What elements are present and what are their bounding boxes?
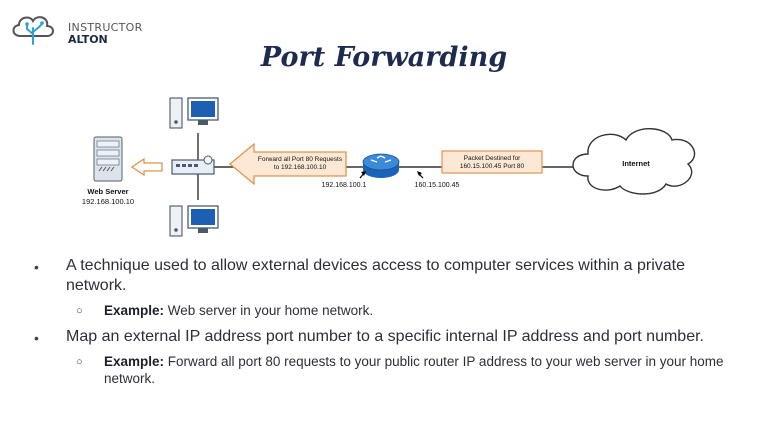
internal-ip-pointer-head-icon	[361, 171, 366, 176]
sub-bullet-label: Example:	[104, 303, 165, 318]
logo-line2: ALTON	[68, 33, 108, 46]
web-server-label: Web Server	[87, 187, 128, 196]
web-server-icon	[93, 136, 123, 182]
sub-bullet-label: Example:	[104, 354, 165, 369]
page-title: Port Forwarding	[260, 42, 508, 73]
bottom-computer-icon	[169, 205, 219, 237]
bullet-text: Map an external IP address port number t…	[66, 328, 704, 345]
bullet-item: • A technique used to allow external dev…	[34, 256, 744, 296]
forward-box-line1: Forward all Port 80 Requests	[258, 156, 343, 163]
switch-icon	[171, 155, 215, 175]
cloud-label: Internet	[622, 159, 650, 168]
forward-box-line2: to 192.168.100.10	[274, 164, 327, 171]
sub-bullet-text: Forward all port 80 requests to your pub…	[104, 354, 724, 386]
top-computer-icon	[169, 97, 219, 129]
packet-box-line1: Packet Destined for	[464, 155, 522, 162]
sub-bullet-circle-icon: ○	[76, 356, 83, 368]
router-internal-ip: 192.168.100.1	[322, 182, 367, 189]
bullet-list: • A technique used to allow external dev…	[34, 256, 744, 395]
packet-box-line2: 160.15.100.45 Port 80	[460, 163, 525, 170]
cloud-tree-logo-icon	[12, 16, 54, 45]
bullet-text: A technique used to allow external devic…	[66, 257, 685, 294]
network-diagram: Web Server 192.168.100.10 Forward all Po…	[82, 97, 696, 237]
packet-box	[441, 150, 543, 174]
forward-arrow-box	[228, 142, 347, 186]
sub-bullet-item: ○ Example: Web server in your home netwo…	[34, 302, 744, 319]
external-ip-pointer-head-icon	[417, 171, 422, 176]
bullet-item: • Map an external IP address port number…	[34, 327, 744, 347]
router-external-ip: 160.15.100.45	[415, 182, 460, 189]
logo-text: INSTRUCTOR ALTON	[68, 22, 143, 46]
internet-cloud-icon	[572, 128, 696, 195]
bullet-dot-icon: •	[34, 330, 39, 346]
logo-line1: INSTRUCTOR	[68, 21, 143, 34]
switch-to-server-arrow	[130, 157, 163, 177]
bullet-dot-icon: •	[34, 259, 39, 275]
sub-bullet-item: ○ Example: Forward all port 80 requests …	[34, 353, 744, 387]
logo: INSTRUCTOR ALTON	[8, 8, 148, 48]
web-server-ip: 192.168.100.10	[82, 197, 134, 206]
sub-bullet-text: Web server in your home network.	[164, 303, 374, 318]
sub-bullet-circle-icon: ○	[76, 305, 83, 317]
router-icon	[362, 153, 400, 178]
